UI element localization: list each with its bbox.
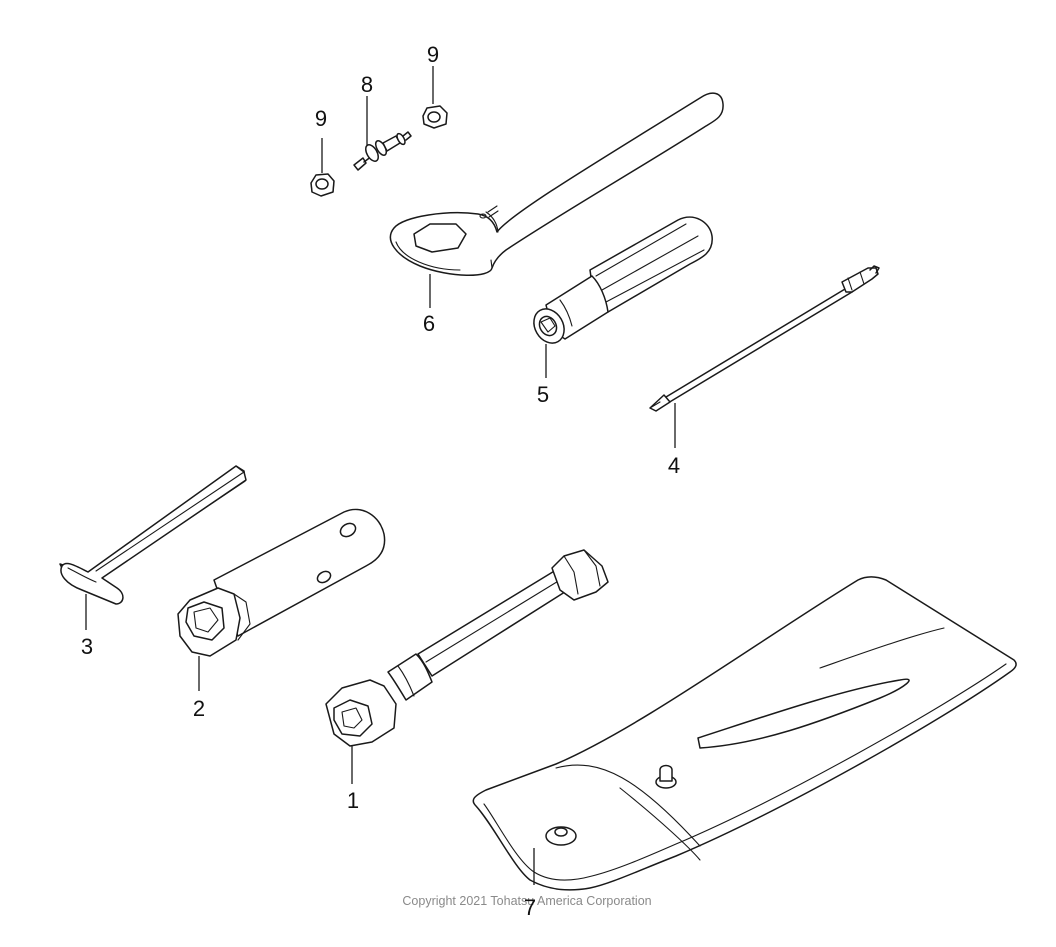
box-wrench-drawing [325,549,609,747]
part-label-8: 8 [361,72,373,97]
part-label-9a: 9 [315,106,327,131]
nut-left-drawing [310,173,335,197]
screwdriver-bit-drawing [649,265,880,412]
part-label-2: 2 [193,696,205,721]
part-label-5: 5 [537,382,549,407]
part-label-3: 3 [81,634,93,659]
tool-bag-drawing [472,576,1017,891]
nut-right-drawing [422,105,448,129]
hex-key-drawing [59,465,247,605]
ring-spanner-drawing [389,92,724,276]
snap-stud-drawing [353,131,412,171]
part-label-6: 6 [423,311,435,336]
part-label-7: 7 [524,895,536,920]
part-label-9b: 9 [427,42,439,67]
copyright-text: Copyright 2021 Tohatsu America Corporati… [402,894,651,908]
screwdriver-handle-drawing [533,216,713,344]
plug-wrench-drawing [177,508,386,657]
part-label-4: 4 [668,453,680,478]
snap-socket-icon [545,826,577,846]
part-label-1: 1 [347,788,359,813]
snap-stud-icon [655,764,677,789]
